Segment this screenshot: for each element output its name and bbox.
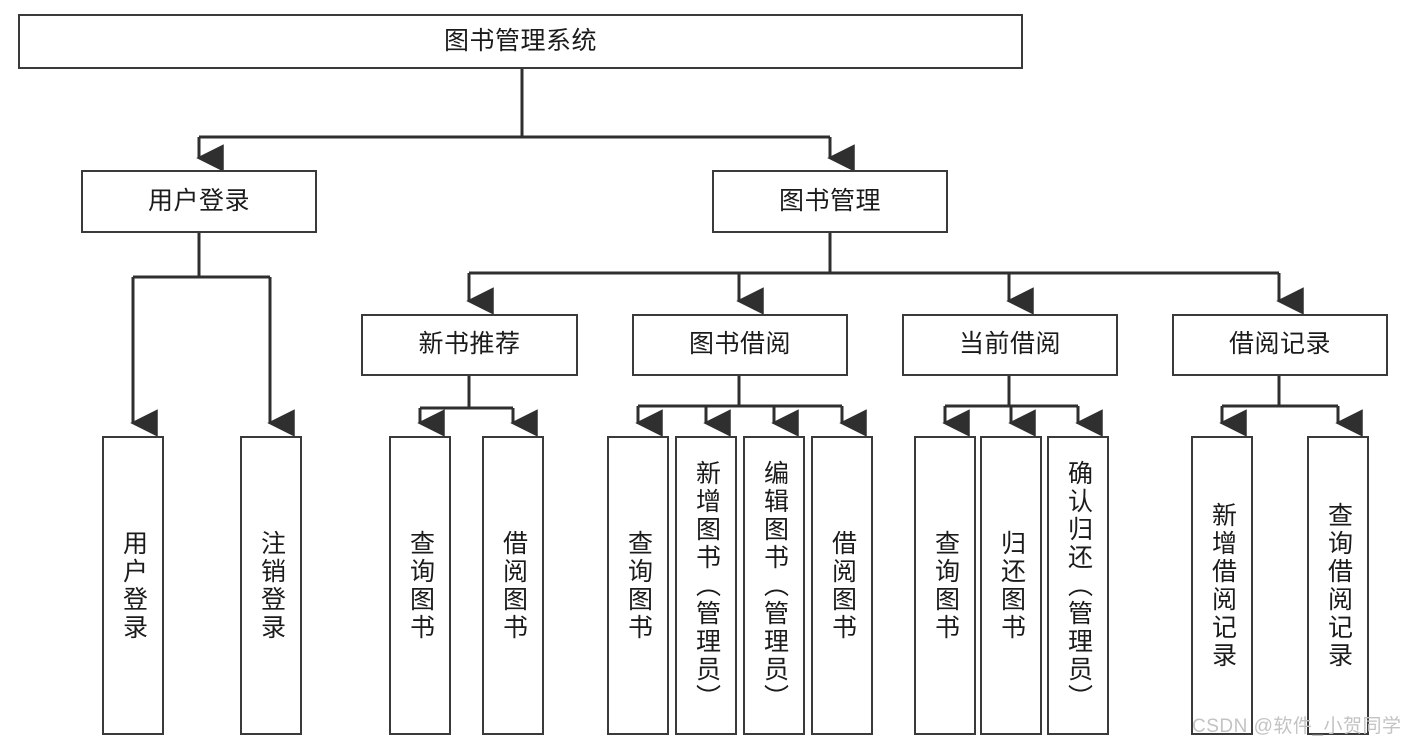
- node-leaf-borrow-book-recommend[interactable]: 借阅图书: [482, 436, 544, 735]
- csdn-watermark: CSDN @软件_小贺同学: [1192, 716, 1402, 737]
- node-leaf-edit-book-admin[interactable]: 编辑图书（管理员）: [743, 436, 805, 735]
- node-leaf-add-borrow-record[interactable]: 新增借阅记录: [1191, 436, 1253, 735]
- node-label: 查询借阅记录: [1324, 501, 1353, 670]
- node-label: 注销登录: [257, 529, 286, 642]
- node-label: 图书借阅: [688, 330, 791, 359]
- node-leaf-query-book-recommend[interactable]: 查询图书: [389, 436, 451, 735]
- node-label: 编辑图书（管理员）: [760, 459, 789, 712]
- node-leaf-logout-login[interactable]: 注销登录: [240, 436, 302, 735]
- node-label: 查询图书: [406, 529, 435, 642]
- node-label: 当前借阅: [958, 330, 1061, 359]
- node-borrow-record[interactable]: 借阅记录: [1172, 314, 1388, 376]
- node-label: 借阅记录: [1228, 330, 1331, 359]
- node-label: 用户登录: [119, 529, 148, 642]
- node-current-borrow[interactable]: 当前借阅: [902, 314, 1118, 376]
- node-leaf-query-book-current[interactable]: 查询图书: [914, 436, 976, 735]
- node-label: 借阅图书: [499, 529, 528, 642]
- node-user-login[interactable]: 用户登录: [81, 170, 317, 233]
- node-leaf-confirm-return-admin[interactable]: 确认归还（管理员）: [1047, 436, 1109, 735]
- node-book-borrow[interactable]: 图书借阅: [632, 314, 848, 376]
- node-leaf-borrow-book-borrow[interactable]: 借阅图书: [811, 436, 873, 735]
- node-book-management[interactable]: 图书管理: [712, 170, 948, 233]
- node-leaf-return-book[interactable]: 归还图书: [980, 436, 1042, 735]
- node-leaf-query-book-borrow[interactable]: 查询图书: [607, 436, 669, 735]
- node-root-book-management-system[interactable]: 图书管理系统: [18, 14, 1023, 69]
- node-label: 新增图书（管理员）: [692, 459, 721, 712]
- node-leaf-user-login[interactable]: 用户登录: [102, 436, 164, 735]
- node-label: 用户登录: [147, 186, 250, 215]
- node-label: 图书管理: [778, 186, 881, 215]
- node-label: 查询图书: [624, 529, 653, 642]
- node-label: 图书管理系统: [443, 26, 597, 55]
- node-label: 归还图书: [997, 529, 1026, 642]
- node-leaf-add-book-admin[interactable]: 新增图书（管理员）: [675, 436, 737, 735]
- node-label: 新书推荐: [418, 330, 521, 359]
- node-label: 新增借阅记录: [1208, 501, 1237, 670]
- node-label: 确认归还（管理员）: [1064, 459, 1093, 712]
- node-leaf-query-borrow-record[interactable]: 查询借阅记录: [1307, 436, 1369, 735]
- node-label: 查询图书: [931, 529, 960, 642]
- node-label: 借阅图书: [828, 529, 857, 642]
- node-new-book-recommend[interactable]: 新书推荐: [361, 314, 578, 376]
